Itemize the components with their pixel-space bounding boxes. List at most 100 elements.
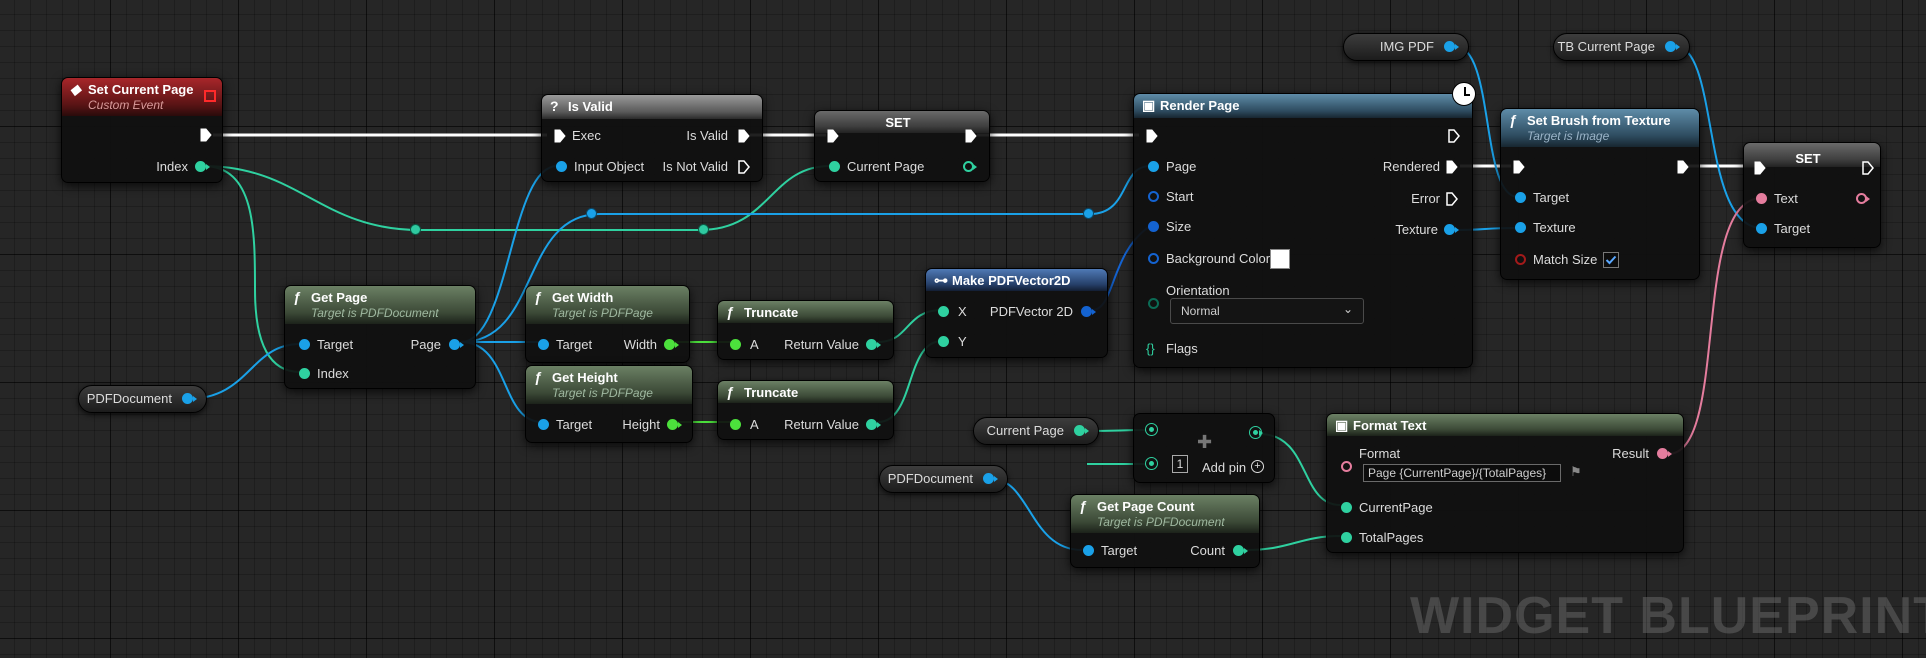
reroute-knot[interactable] bbox=[698, 224, 709, 235]
total-pages-in-pin[interactable] bbox=[1341, 532, 1352, 543]
exec-out-pin[interactable] bbox=[965, 129, 977, 143]
target-in-pin[interactable] bbox=[538, 339, 549, 350]
width-out-pin[interactable] bbox=[664, 339, 679, 350]
target-in-pin[interactable] bbox=[1515, 192, 1526, 203]
target-in-pin[interactable] bbox=[1756, 223, 1767, 234]
array-out-pin[interactable] bbox=[1249, 426, 1263, 439]
reroute-knot[interactable] bbox=[1083, 208, 1094, 219]
exec-out-pin[interactable] bbox=[200, 128, 212, 142]
pdf-document-out-pin[interactable] bbox=[983, 473, 998, 484]
exec-in-pin[interactable] bbox=[1754, 161, 1766, 175]
return-value-out-pin[interactable] bbox=[866, 419, 881, 430]
text-in-pin[interactable] bbox=[1756, 193, 1767, 204]
add-pin-label[interactable]: Add pin bbox=[1202, 460, 1247, 475]
exec-in-pin[interactable] bbox=[554, 129, 566, 143]
pdf-document-variable-2[interactable]: PDFDocument bbox=[879, 465, 1008, 493]
target-in-pin[interactable] bbox=[1083, 545, 1094, 556]
get-height-node[interactable]: ƒ Get Height Target is PDFPage Target He… bbox=[525, 365, 693, 443]
set-current-page-event-node[interactable]: ◆ Set Current Page Custom Event Index bbox=[61, 77, 223, 183]
pin-label-match-size: Match Size bbox=[1533, 252, 1598, 267]
page-out-pin[interactable] bbox=[449, 339, 464, 350]
page-in-pin[interactable] bbox=[1148, 161, 1159, 172]
height-out-pin[interactable] bbox=[667, 419, 682, 430]
return-value-out-pin[interactable] bbox=[866, 339, 881, 350]
current-page-out-pin[interactable] bbox=[1074, 425, 1089, 436]
event-icon: ◆ bbox=[70, 81, 81, 97]
current-page-variable[interactable]: Current Page bbox=[973, 417, 1099, 445]
texture-in-pin[interactable] bbox=[1515, 222, 1526, 233]
flag-icon[interactable]: ⚑ bbox=[1570, 464, 1582, 479]
truncate-width-node[interactable]: ƒ Truncate A Return Value bbox=[717, 300, 894, 360]
input-object-pin[interactable] bbox=[556, 161, 567, 172]
exec-out-pin[interactable] bbox=[1677, 160, 1689, 174]
get-width-node[interactable]: ƒ Get Width Target is PDFPage Target Wid… bbox=[525, 285, 690, 363]
set-current-page-node[interactable]: SET Current Page bbox=[814, 110, 990, 182]
result-out-pin[interactable] bbox=[1657, 448, 1672, 459]
is-valid-node[interactable]: ? Is Valid Exec Is Valid Input Object Is… bbox=[541, 94, 763, 182]
array-element-1-pin[interactable] bbox=[1145, 457, 1158, 470]
pdf-document-out-pin[interactable] bbox=[182, 393, 197, 404]
orientation-in-pin[interactable] bbox=[1148, 298, 1159, 309]
match-size-checkbox[interactable] bbox=[1603, 252, 1619, 268]
match-size-in-pin[interactable] bbox=[1515, 254, 1526, 265]
count-out-pin[interactable] bbox=[1233, 545, 1248, 556]
pdf-document-variable[interactable]: PDFDocument bbox=[78, 385, 207, 413]
array-index-box[interactable]: 1 bbox=[1172, 455, 1188, 473]
exec-out-pin[interactable] bbox=[1448, 129, 1460, 143]
x-in-pin[interactable] bbox=[938, 306, 949, 317]
a-in-pin[interactable] bbox=[730, 339, 741, 350]
render-page-node[interactable]: ▣ Render Page Page Rendered Start Error … bbox=[1133, 82, 1476, 368]
background-color-in-pin[interactable] bbox=[1148, 253, 1159, 264]
exec-out-pin[interactable] bbox=[1862, 161, 1874, 175]
a-in-pin[interactable] bbox=[730, 419, 741, 430]
target-in-pin[interactable] bbox=[538, 419, 549, 430]
current-page-in-pin[interactable] bbox=[829, 161, 840, 172]
exec-in-pin[interactable] bbox=[827, 129, 839, 143]
current-page-out-pin[interactable] bbox=[963, 161, 977, 172]
error-exec-out-pin[interactable] bbox=[1446, 192, 1458, 206]
delegate-pin-icon[interactable] bbox=[204, 90, 216, 102]
target-in-pin[interactable] bbox=[299, 339, 310, 350]
img-pdf-out-pin[interactable] bbox=[1444, 41, 1459, 52]
variable-label: IMG PDF bbox=[1379, 39, 1434, 54]
text-out-pin[interactable] bbox=[1856, 193, 1870, 204]
orientation-dropdown[interactable]: Normal ⌄ bbox=[1170, 298, 1364, 324]
get-page-node[interactable]: ƒ Get Page Target is PDFDocument Target … bbox=[284, 285, 476, 389]
current-page-in-pin[interactable] bbox=[1341, 502, 1352, 513]
index-in-pin[interactable] bbox=[299, 368, 310, 379]
set-brush-from-texture-node[interactable]: ƒ Set Brush from Texture Target is Image… bbox=[1500, 108, 1700, 280]
pin-label-current-page: Current Page bbox=[847, 159, 925, 174]
size-in-pin[interactable] bbox=[1148, 221, 1159, 232]
pdf-vector-2d-out-pin[interactable] bbox=[1081, 306, 1096, 317]
node-title: Is Valid bbox=[568, 99, 613, 114]
background-color-swatch[interactable] bbox=[1270, 249, 1290, 269]
start-in-pin[interactable] bbox=[1148, 191, 1159, 202]
make-pdf-vector2d-node[interactable]: ⊶ Make PDFVector2D X PDFVector 2D Y bbox=[925, 268, 1108, 358]
index-out-pin[interactable] bbox=[195, 161, 210, 172]
reroute-knot[interactable] bbox=[410, 224, 421, 235]
set-text-node[interactable]: SET Text Target bbox=[1743, 142, 1881, 248]
make-array-node[interactable]: ✚ 1 Add pin + bbox=[1133, 413, 1275, 483]
truncate-height-node[interactable]: ƒ Truncate A Return Value bbox=[717, 380, 894, 440]
chevron-down-icon: ⌄ bbox=[1342, 302, 1353, 316]
pin-label-flags: Flags bbox=[1166, 341, 1198, 356]
tb-current-page-out-pin[interactable] bbox=[1665, 41, 1680, 52]
tb-current-page-variable[interactable]: TB Current Page bbox=[1553, 33, 1690, 61]
add-pin-icon[interactable]: + bbox=[1251, 460, 1264, 473]
y-in-pin[interactable] bbox=[938, 336, 949, 347]
exec-in-pin[interactable] bbox=[1146, 129, 1158, 143]
node-title: Set Current Page bbox=[88, 82, 194, 97]
texture-out-pin[interactable] bbox=[1444, 224, 1459, 235]
format-in-pin[interactable] bbox=[1341, 461, 1352, 472]
format-text-field[interactable]: Page {CurrentPage}/{TotalPages} bbox=[1363, 464, 1561, 482]
rendered-exec-out-pin[interactable] bbox=[1446, 160, 1458, 174]
exec-in-pin[interactable] bbox=[1513, 160, 1525, 174]
flags-struct-icon[interactable]: {} bbox=[1146, 341, 1155, 356]
is-valid-exec-out-pin[interactable] bbox=[738, 129, 750, 143]
get-page-count-node[interactable]: ƒ Get Page Count Target is PDFDocument T… bbox=[1070, 494, 1260, 568]
reroute-knot[interactable] bbox=[586, 208, 597, 219]
img-pdf-variable[interactable]: IMG PDF bbox=[1343, 33, 1469, 61]
is-not-valid-exec-out-pin[interactable] bbox=[738, 160, 750, 174]
array-element-0-pin[interactable] bbox=[1145, 423, 1158, 436]
format-text-node[interactable]: ▣ Format Text Format Page {CurrentPage}/… bbox=[1326, 413, 1684, 553]
